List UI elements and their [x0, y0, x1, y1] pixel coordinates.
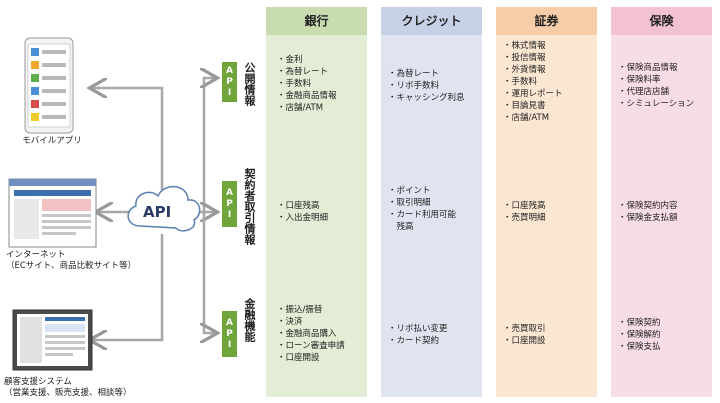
column-insurance — [611, 7, 712, 397]
cell-functions-securities: ・売買取引 ・口座開設 — [503, 323, 546, 347]
cell-functions-insurance: ・保険契約 ・保険解約 ・保険支払 — [618, 317, 661, 353]
cell-public-credit: ・為替レート ・リボ手数料 ・キャッシング利息 — [388, 68, 465, 104]
crm-label: 顧客支援システム （営業支援、販売支援、相談等） — [4, 377, 132, 398]
list-item: ・振込/振替 — [277, 305, 323, 315]
list-item: ・保険料率 — [618, 75, 661, 85]
list-item: ・目論見書 — [503, 101, 546, 111]
list-item: ・ローン審査申請 — [277, 341, 345, 351]
list-item: ・運用レポート — [503, 89, 563, 99]
column-credit — [381, 7, 482, 397]
list-item: ・保険金支払額 — [618, 213, 678, 223]
list-item: ・リボ手数料 — [388, 81, 440, 91]
list-item: ・金融商品購入 — [277, 329, 337, 339]
list-item: ・取引明細 — [388, 198, 431, 208]
list-item: ・保険解約 — [618, 330, 661, 340]
mobile-app-icon — [24, 37, 74, 134]
list-item: ・手数料 — [503, 77, 538, 87]
list-item: ・口座開設 — [503, 336, 546, 346]
list-item: ・口座残高 — [503, 201, 546, 211]
list-item: ・投信情報 — [503, 53, 546, 63]
cell-contract-insurance: ・保険契約内容 ・保険金支払額 — [618, 200, 678, 224]
list-item: ・株式情報 — [503, 41, 546, 51]
list-item: ・外貨情報 — [503, 65, 546, 75]
api-cloud-icon — [127, 186, 201, 232]
list-item: ・売買取引 — [503, 324, 546, 334]
crm-system-icon — [12, 309, 93, 371]
list-item: ・為替レート — [277, 67, 329, 77]
column-header-credit: クレジット — [381, 7, 482, 35]
list-item: ・口座残高 — [277, 201, 320, 211]
category-label-public: 公開情報 — [243, 62, 256, 106]
cell-functions-bank: ・振込/振替 ・決済 ・金融商品購入 ・ローン審査申請 ・口座開設 — [277, 304, 345, 364]
mobile-app-label: モバイルアプリ — [22, 136, 82, 146]
cell-functions-credit: ・リボ払い変更 ・カード契約 — [388, 323, 448, 347]
list-item: ・為替レート — [388, 69, 440, 79]
connector-line-crm — [92, 234, 164, 340]
column-bank — [266, 7, 367, 397]
list-item: ・入出金明細 — [277, 213, 329, 223]
connector-line-public — [190, 78, 215, 214]
list-item: ・手数料 — [277, 79, 312, 89]
column-header-bank: 銀行 — [266, 7, 367, 35]
column-header-insurance: 保険 — [611, 7, 712, 35]
list-item: ・リボ払い変更 — [388, 324, 448, 334]
list-item: ・保険支払 — [618, 342, 661, 352]
cell-contract-securities: ・口座残高 ・売買明細 — [503, 200, 546, 224]
connector-line-mobile — [92, 88, 164, 190]
list-item: ・カード利用可能 — [388, 210, 457, 220]
list-item: ・口座開設 — [277, 353, 320, 363]
list-item: ・シミュレーション — [618, 99, 695, 109]
list-item: ・決済 — [277, 317, 303, 327]
browser-window-icon — [8, 178, 97, 248]
api-badge-contract: API — [222, 181, 237, 227]
cell-public-securities: ・株式情報 ・投信情報 ・外貨情報 ・手数料 ・運用レポート ・目論見書 ・店舗… — [503, 40, 563, 124]
list-item: ・店舗/ATM — [277, 103, 324, 113]
cell-public-bank: ・金利 ・為替レート ・手数料 ・金融商品情報 ・店舗/ATM — [277, 54, 337, 114]
cell-contract-bank: ・口座残高 ・入出金明細 — [277, 200, 328, 224]
list-item: ・ポイント — [388, 186, 431, 196]
cell-public-insurance: ・保険商品情報 ・保険料率 ・代理店店舗 ・シミュレーション — [618, 62, 694, 110]
list-item: ・保険商品情報 — [618, 63, 678, 73]
api-badge-public: API — [222, 62, 237, 102]
column-securities — [496, 7, 597, 397]
connector-line-functions — [204, 212, 215, 333]
api-label: API — [143, 203, 172, 221]
list-item: ・保険契約 — [618, 318, 661, 328]
list-item: ・カード契約 — [388, 336, 440, 346]
list-item: ・金融商品情報 — [277, 91, 337, 101]
list-item: ・キャッシング利息 — [388, 93, 465, 103]
list-item: ・金利 — [277, 55, 303, 65]
list-item: 残高 — [388, 222, 414, 232]
api-badge-functions: API — [222, 311, 237, 357]
column-header-securities: 証券 — [496, 7, 597, 35]
internet-label: インターネット （ECサイト、商品比較サイト等） — [6, 250, 137, 271]
category-label-contract: 契約者取引情報 — [243, 168, 256, 245]
list-item: ・店舗/ATM — [503, 113, 550, 123]
list-item: ・保険契約内容 — [618, 201, 678, 211]
cell-contract-credit: ・ポイント ・取引明細 ・カード利用可能 残高 — [388, 185, 456, 233]
list-item: ・代理店店舗 — [618, 87, 670, 97]
category-label-functions: 金融機能 — [243, 298, 256, 342]
list-item: ・売買明細 — [503, 213, 546, 223]
